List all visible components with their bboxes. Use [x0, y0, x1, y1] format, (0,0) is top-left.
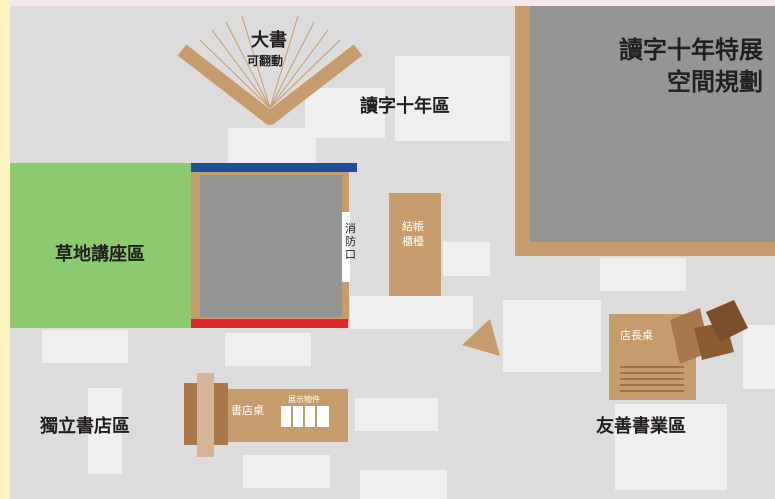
display-boxes-icon — [670, 300, 748, 364]
manager-desk-label: 店長桌 — [620, 329, 653, 342]
display-items-label: 展示物件 — [288, 395, 320, 404]
left-yellow-strip — [0, 0, 10, 499]
space-block — [600, 258, 686, 291]
zone-label-friendly-bookstore: 友善書業區 — [596, 416, 686, 437]
bookstore-desk-post — [197, 373, 214, 457]
display-item — [281, 406, 291, 427]
fire-exit-label: 消防口 — [345, 222, 356, 261]
lawn-lecture-zone — [10, 163, 192, 328]
desk-line — [620, 372, 684, 374]
space-block — [225, 333, 311, 366]
exhibition-title-line1: 讀字十年特展 — [619, 36, 763, 64]
big-book-sublabel: 可翻動 — [247, 54, 284, 68]
desk-line — [620, 390, 684, 392]
exhibition-title-line2: 空間規劃 — [667, 68, 763, 96]
zone-label-independent-bookstore: 獨立書店區 — [40, 416, 130, 437]
display-item — [317, 406, 329, 427]
direction-triangle-icon — [462, 319, 500, 356]
bookstore-desk-label: 書店桌 — [231, 404, 264, 417]
space-block — [615, 404, 727, 490]
red-edge — [191, 319, 348, 328]
checkout-counter — [389, 193, 441, 296]
top-pink-strip — [0, 0, 775, 10]
desk-line — [620, 366, 684, 368]
space-block — [88, 388, 122, 474]
space-block — [443, 242, 490, 276]
space-block — [503, 300, 601, 372]
display-item — [293, 406, 303, 427]
desk-line — [620, 384, 684, 386]
space-block — [243, 455, 330, 488]
fire-exit-opening — [342, 212, 350, 282]
space-block — [228, 128, 316, 163]
desk-line — [620, 378, 684, 380]
zone-label-lawn-lecture: 草地講座區 — [55, 244, 145, 265]
space-block — [743, 325, 775, 389]
space-block — [42, 330, 128, 363]
space-block — [355, 398, 438, 431]
big-book-label: 大書 — [251, 30, 287, 51]
big-book-icon — [177, 15, 363, 125]
zone-label-reading-decade: 讀字十年區 — [360, 96, 450, 117]
display-item — [305, 406, 315, 427]
space-block — [395, 56, 510, 141]
stage-block — [200, 175, 342, 317]
checkout-counter-label: 結帳櫃檯 — [402, 220, 424, 248]
exhibition-block — [530, 6, 775, 242]
space-block — [305, 88, 385, 138]
blue-edge — [191, 163, 357, 172]
space-block — [350, 296, 473, 329]
space-block — [360, 470, 447, 499]
